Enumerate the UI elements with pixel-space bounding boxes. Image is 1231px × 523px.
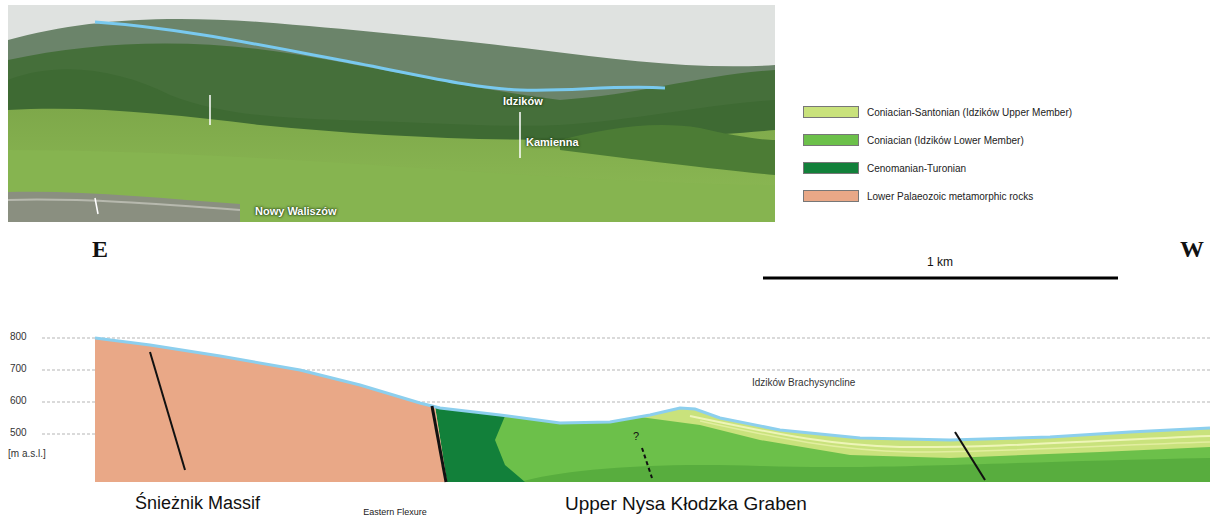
scale-bar <box>763 277 1118 280</box>
elevation-label: 700 <box>10 363 27 374</box>
legend-text: Lower Palaeozoic metamorphic rocks <box>867 191 1033 202</box>
surface-trace <box>95 22 665 90</box>
elevation-label: 500 <box>10 427 27 438</box>
cross-section <box>95 338 1210 482</box>
fault-line <box>432 406 446 482</box>
legend-text: Coniacian-Santonian (Idzików Upper Membe… <box>867 107 1072 118</box>
legend-swatch <box>803 106 859 118</box>
fault-line <box>955 432 985 480</box>
legend-text: Cenomanian-Turonian <box>867 163 966 174</box>
unit-name: Upper Nysa Kłodzka Graben <box>565 493 807 515</box>
legend-swatch <box>803 134 859 146</box>
place-label: Kamienna <box>526 136 579 148</box>
uncertainty-mark: ? <box>633 430 639 442</box>
scale-label: 1 km <box>927 255 953 269</box>
unit-label: [m a.s.l.] <box>8 448 46 459</box>
legend-entry: Lower Palaeozoic metamorphic rocks <box>803 190 1033 202</box>
landscape-photo <box>8 5 775 222</box>
unit-name: Śnieżnik Massif <box>135 493 260 514</box>
direction-label: W <box>1180 236 1204 263</box>
place-label: Nowy Waliszów <box>255 205 337 217</box>
legend-entry: Coniacian (Idzików Lower Member) <box>803 134 1024 146</box>
legend-entry: Cenomanian-Turonian <box>803 162 966 174</box>
leader-line <box>519 112 521 158</box>
elevation-label: 800 <box>10 331 27 342</box>
structure-label: Eastern Flexure <box>363 507 427 517</box>
structure-label: Idzików Brachysyncline <box>752 377 855 388</box>
direction-label: E <box>92 236 108 263</box>
fault-line <box>150 352 185 470</box>
legend-entry: Coniacian-Santonian (Idzików Upper Membe… <box>803 106 1072 118</box>
legend-swatch <box>803 190 859 202</box>
elevation-label: 600 <box>10 395 27 406</box>
fault-line <box>642 448 652 478</box>
place-label: Idzików <box>503 95 543 107</box>
legend-swatch <box>803 162 859 174</box>
legend-text: Coniacian (Idzików Lower Member) <box>867 135 1024 146</box>
